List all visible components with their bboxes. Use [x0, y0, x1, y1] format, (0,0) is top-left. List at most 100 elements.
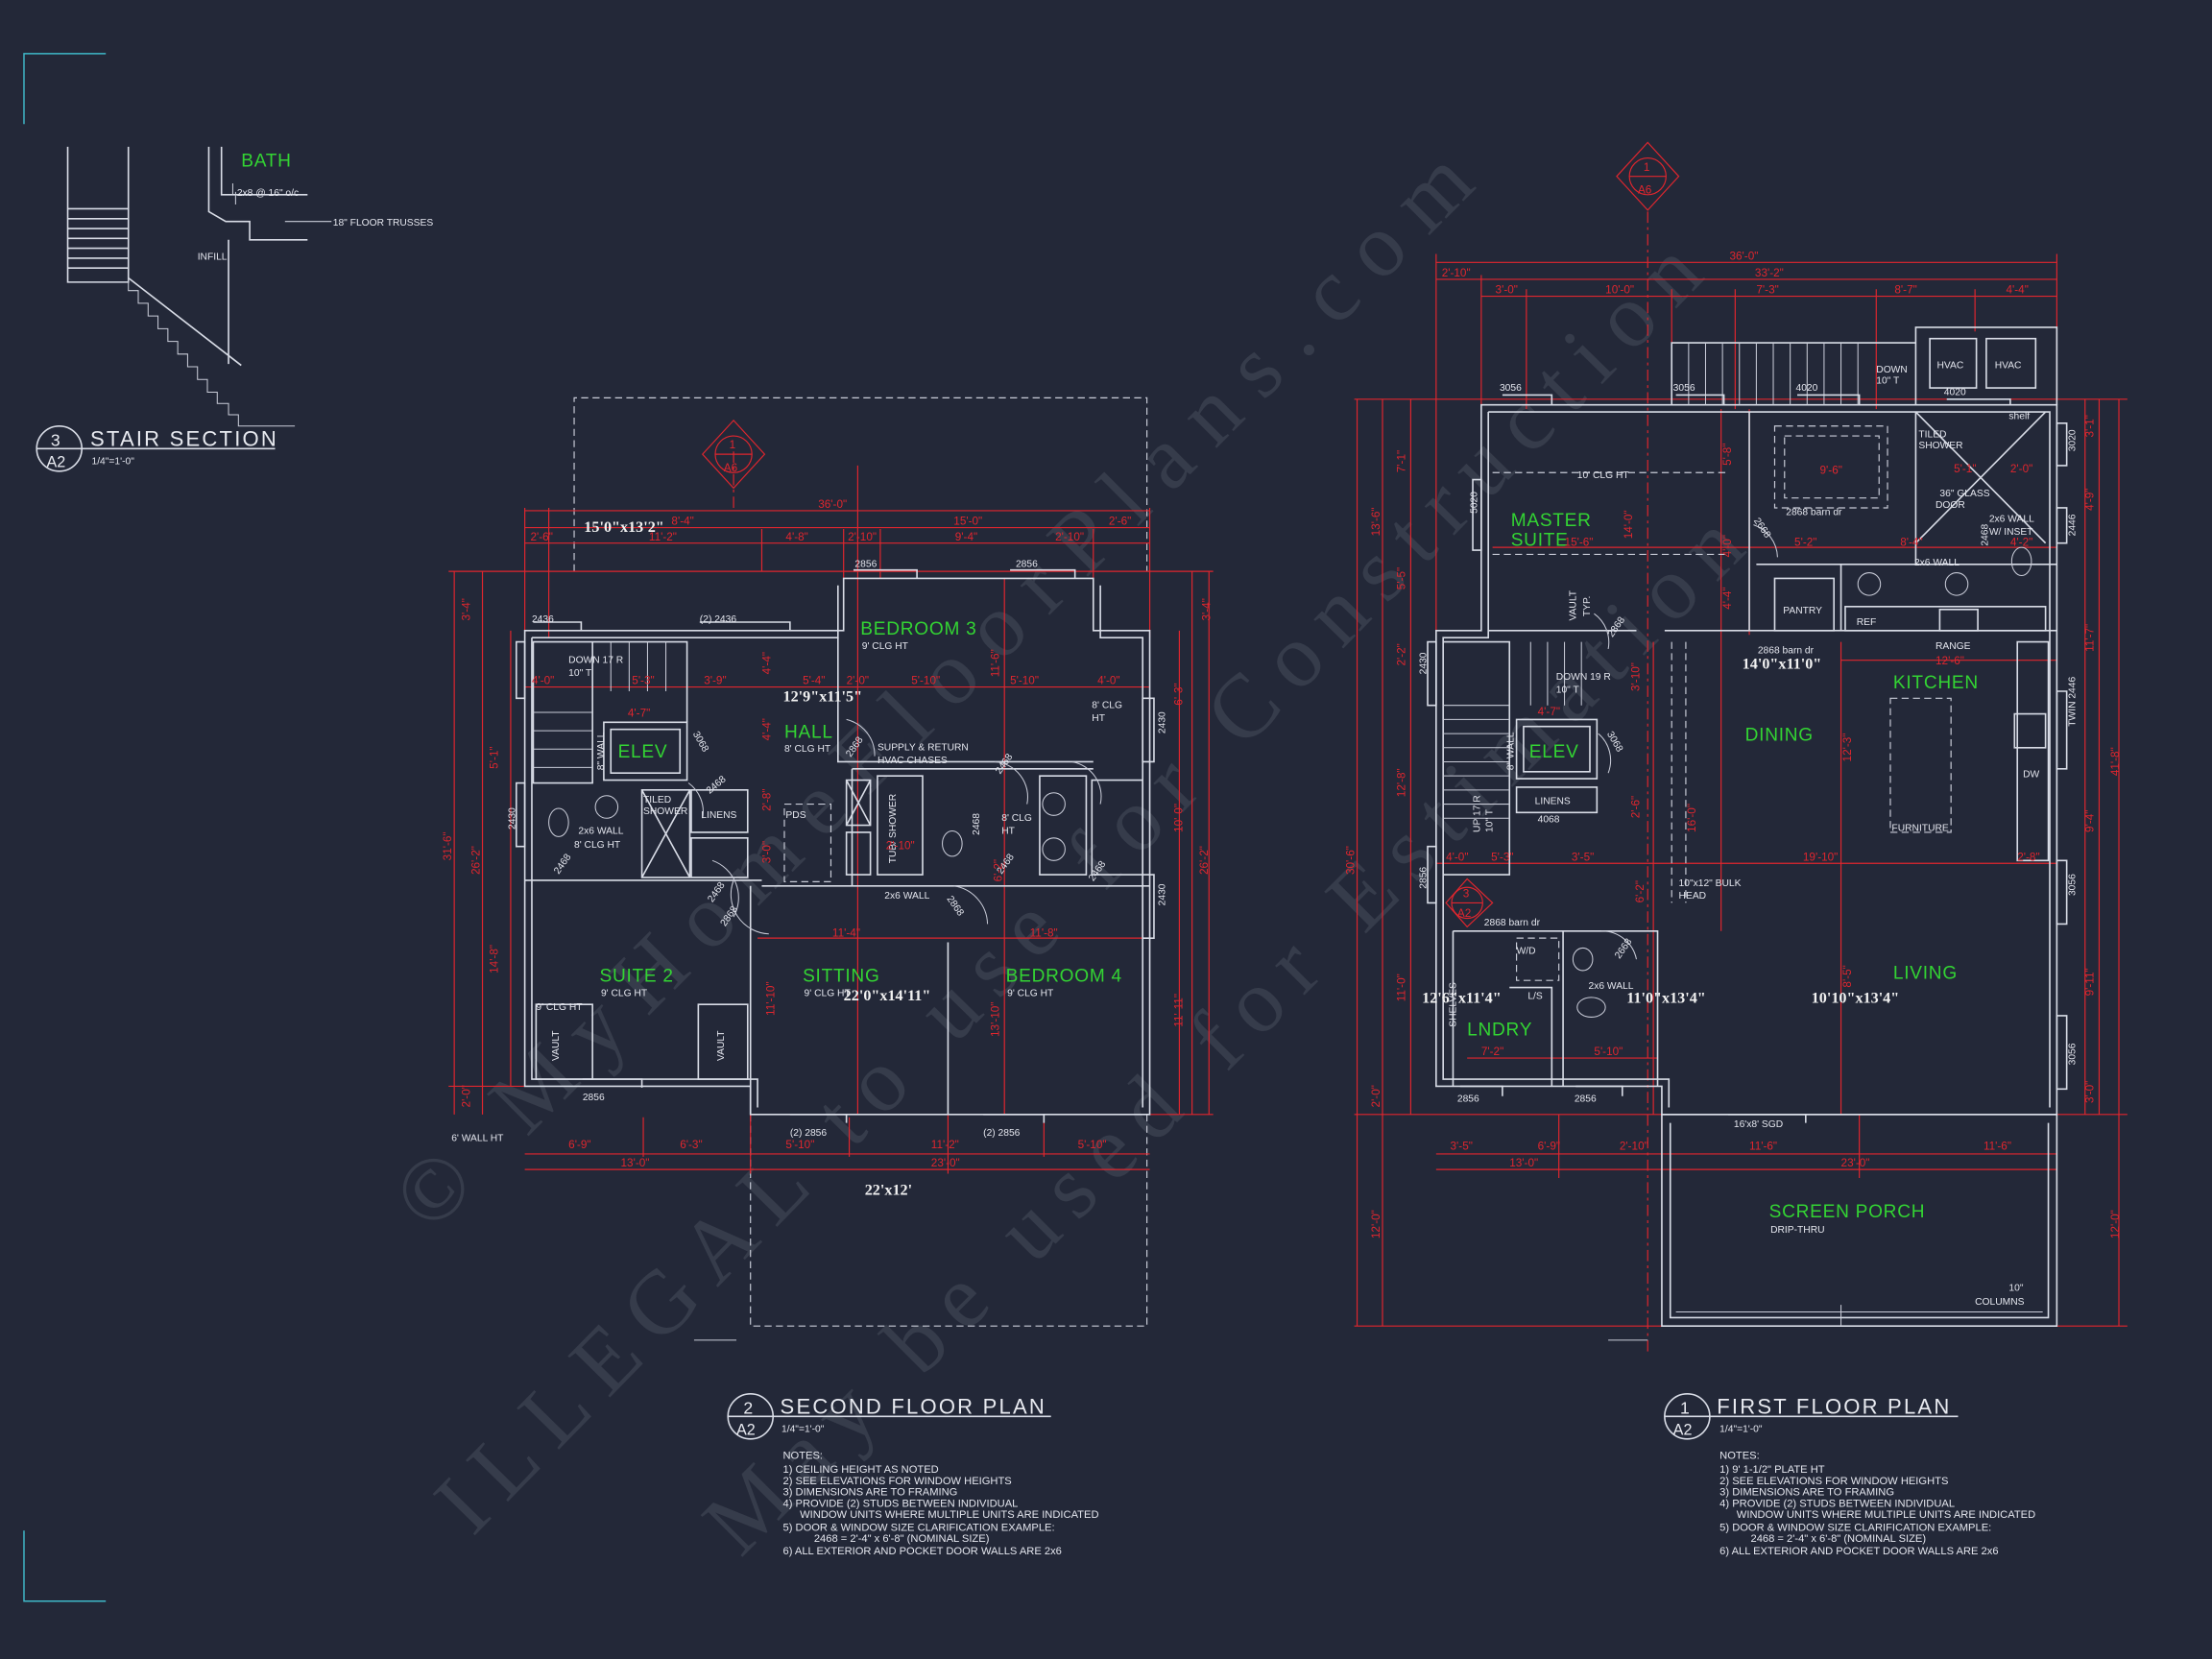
drawing-text: 12'-0" [2109, 1210, 2122, 1238]
drawing-text: 12'-0" [1370, 1210, 1382, 1238]
drawing-text: 36'-0" [1729, 250, 1758, 262]
first-floor-walls [1427, 326, 2068, 1341]
drawing-text: 2868 barn dr [1758, 645, 1815, 656]
drawing-text: DRIP-THRU [1770, 1225, 1824, 1236]
drawing-text: 9' CLG HT [536, 1002, 583, 1013]
drawing-text: 9'-4" [2084, 810, 2097, 832]
drawing-linework [1435, 253, 2057, 636]
drawing-text: 4'-0" [1721, 535, 1734, 557]
drawing-text: TUB/ SHOWER [888, 794, 899, 863]
drawing-linework [533, 568, 1076, 1123]
drawing-text: 6) ALL EXTERIOR AND POCKET DOOR WALLS AR… [783, 1546, 1062, 1557]
drawing-text: 9'-6" [1820, 465, 1842, 477]
drawing-linework [701, 420, 766, 490]
drawing-text: DOWN 19 R [1556, 672, 1611, 683]
drawing-text: 1 [730, 439, 736, 451]
drawing-text: 2x6 WALL [1914, 558, 1960, 568]
drawing-linework [2010, 546, 2032, 577]
drawing-text: 30'-6" [1345, 846, 1358, 875]
drawing-text: 6'-9" [568, 1139, 590, 1151]
drawing-linework [1356, 398, 2120, 1327]
drawing-text: 3 [1463, 888, 1470, 901]
drawing-linework [66, 146, 130, 283]
drawing-text: 31'-6" [442, 831, 454, 860]
drawing-linework [1452, 929, 1659, 1087]
room-master-suite-line2: SUITE [1511, 531, 1569, 551]
drawing-text: 2856 [1457, 1094, 1479, 1105]
drawing-text: 9'-4" [955, 531, 977, 543]
drawing-text: 8" WALL [596, 732, 607, 770]
drawing-text: 19'-10" [1803, 851, 1838, 863]
drawing-text: 9'-11" [2084, 968, 2097, 996]
drawing-text: 1) 9' 1-1/2" PLATE HT [1719, 1464, 1825, 1476]
drawing-text: 9' CLG HT [862, 641, 909, 652]
drawing-linework [594, 795, 619, 819]
drawing-text: 12'-8" [1396, 768, 1408, 797]
drawing-text: 2856 [583, 1093, 605, 1103]
drawing-text: HEAD [1679, 891, 1707, 902]
drawing-text: 5'-5" [1396, 567, 1408, 589]
drawing-linework [687, 718, 1102, 935]
drawing-text: 2856 [1575, 1094, 1597, 1105]
first-floor-stair-section-marker: 3 A2 [1445, 878, 1494, 928]
drawing-text: 6'-2" [992, 859, 1004, 881]
drawing-linework [524, 507, 1151, 638]
drawing-text: VAULT [1568, 589, 1578, 620]
drawing-text: 7'-1" [1396, 450, 1408, 472]
drawing-linework [1688, 343, 1859, 405]
drawing-text: HVAC CHASES [878, 756, 948, 766]
drawing-text: 15'-0" [953, 516, 982, 528]
drawing-linework [1576, 997, 1606, 1018]
drawing-text: A2 [736, 1421, 756, 1438]
drawing-text: 36" GLASS [1939, 489, 1989, 499]
drawing-text: 3'-5" [1451, 1141, 1473, 1153]
drawing-text: 2868 barn dr [1484, 918, 1541, 928]
drawing-text: HT [1001, 826, 1015, 836]
drawing-text: 3'-4" [460, 598, 472, 620]
drawing-text: 4'-4" [760, 718, 773, 740]
drawing-text: 13'-0" [1509, 1157, 1538, 1169]
drawing-text: 12'-6" [1936, 655, 1964, 667]
second-floor-notes: NOTES: 1) CEILING HEIGHT AS NOTED 2) SEE… [783, 1450, 1099, 1557]
drawing-linework [942, 830, 963, 857]
drawing-linework [1445, 878, 1494, 928]
drawing-text: 4'-4" [760, 652, 773, 674]
drawing-text: 2 [743, 1398, 755, 1417]
drawing-linework [515, 640, 1155, 939]
drawing-text: 8' CLG [1092, 701, 1122, 711]
drawing-text: 2468 [1980, 524, 1990, 546]
drawing-text: 11'-11" [1172, 994, 1185, 1027]
drawing-text: SHOWER [1918, 441, 1962, 451]
drawing-text: 2'-8" [760, 788, 773, 810]
detail-sheet: A2 [46, 453, 65, 470]
drawing-linework [640, 789, 691, 878]
drawing-text: 3'-0" [2084, 1081, 2097, 1103]
drawing-text: PANTRY [1783, 606, 1822, 616]
drawing-text: 3'-0" [760, 841, 773, 863]
stair-section-title: STAIR SECTION [90, 426, 278, 450]
drawing-text: 4'-2" [2010, 537, 2032, 549]
drawing-text: 3056 [1500, 383, 1522, 394]
drawing-text: COLUMNS [1975, 1297, 2024, 1308]
drawing-text: HVAC [1936, 361, 1963, 372]
drawing-text: 2) SEE ELEVATIONS FOR WINDOW HEIGHTS [783, 1476, 1012, 1487]
drawing-text: 11'-6" [1749, 1141, 1777, 1153]
drawing-text: 2'-10" [848, 531, 877, 543]
drawing-text: SUPPLY & RETURN [878, 743, 969, 754]
drawing-text: 2430 [1158, 883, 1168, 905]
drawing-text: 14'-8" [489, 945, 501, 974]
drawing-linework [1435, 403, 2058, 1116]
drawing-linework [532, 640, 688, 784]
drawing-text: 6' WALL HT [451, 1134, 504, 1144]
drawing-text: UP 17 R [1472, 795, 1482, 832]
drawing-text: 16'-0" [1686, 804, 1698, 832]
room-size: 10'10"x13'4" [1812, 991, 1900, 1007]
drawing-text: DOWN [1876, 365, 1908, 375]
room-size: 22'0"x14'11" [844, 988, 931, 1004]
drawing-linework [1773, 577, 2050, 862]
drawing-text: 2856 [1419, 867, 1430, 889]
drawing-text: DOOR [1936, 500, 1965, 511]
drawing-text: 26'-2" [470, 846, 483, 875]
drawing-linework [1661, 1114, 2058, 1328]
